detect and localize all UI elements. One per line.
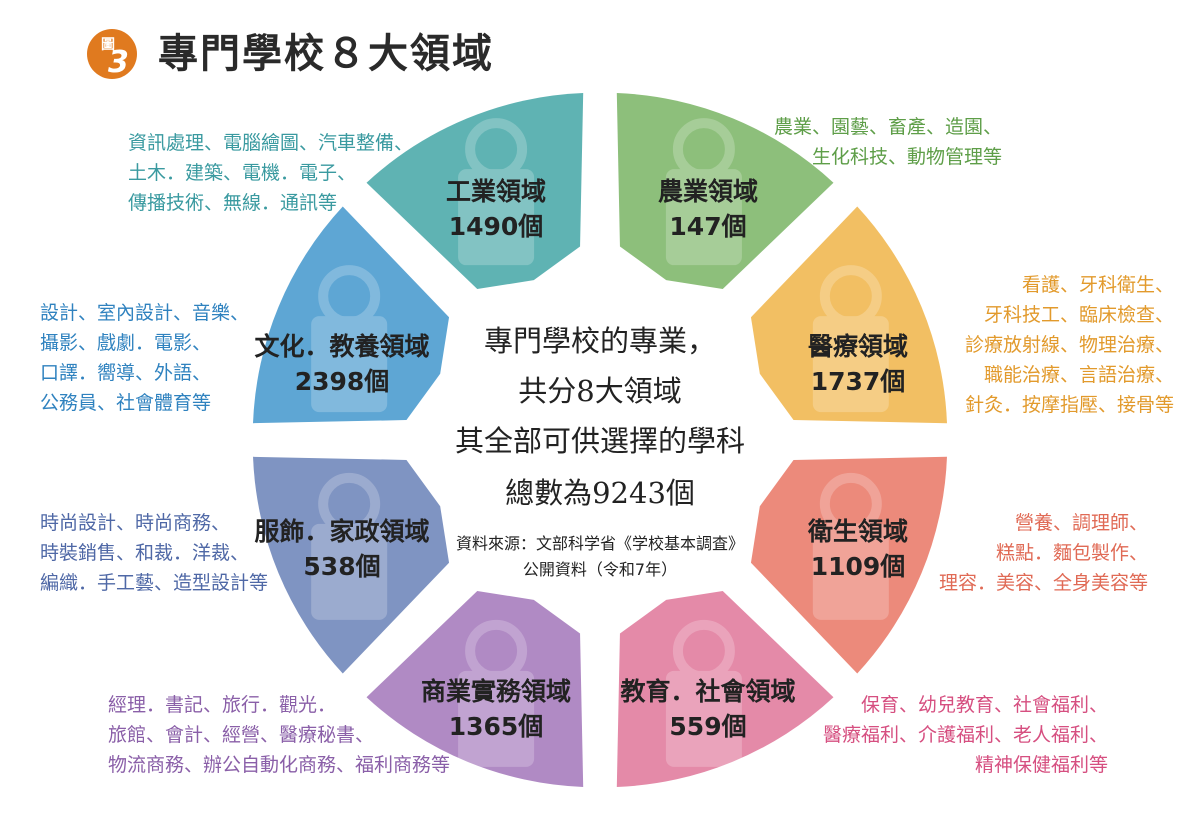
center-line-3: 其全部可供選擇的學科 bbox=[454, 424, 745, 458]
description-line: 時尚設計、時尚商務、 bbox=[40, 512, 231, 534]
description-line: 營養、調理師、 bbox=[1014, 512, 1148, 534]
description-line: 看護、牙科衛生、 bbox=[1021, 274, 1174, 296]
description-line: 攝影、戲劇．電影、 bbox=[40, 332, 212, 354]
segment-label-medical: 醫療領域 bbox=[808, 332, 908, 361]
source-line-2: 公開資料（令和7年） bbox=[522, 560, 678, 579]
stethoscope-icon bbox=[812, 265, 889, 413]
book-icon bbox=[665, 619, 742, 767]
description-line: 理容．美容、全身美容等 bbox=[938, 572, 1148, 594]
mannequin-icon bbox=[311, 472, 388, 620]
description-line: 經理．書記、旅行．觀光． bbox=[108, 694, 337, 716]
segment-label-agriculture: 農業領域 bbox=[658, 177, 758, 206]
description-line: 設計、室內設計、音樂、 bbox=[40, 302, 250, 324]
description-line: 物流商務、辦公自動化商務、福利商務等 bbox=[108, 754, 451, 776]
segment-count-agriculture: 147個 bbox=[669, 212, 746, 241]
segment-shape-culture bbox=[253, 206, 450, 424]
description-line: 生化科技、動物管理等 bbox=[811, 146, 1002, 168]
description-line: 保育、幼兒教育、社會福利、 bbox=[860, 694, 1108, 716]
description-line: 土木．建築、電機．電子、 bbox=[128, 162, 357, 184]
segment-business: 商業實務領域 1365個 bbox=[366, 590, 584, 787]
plant-icon bbox=[665, 118, 742, 266]
segment-shape-fashion bbox=[253, 456, 450, 674]
description-line: 牙科技工、臨床檢查、 bbox=[983, 304, 1174, 326]
description-line: 公務員、社會體育等 bbox=[40, 392, 212, 414]
segment-count-industry: 1490個 bbox=[449, 212, 544, 241]
description-business: 經理．書記、旅行．觀光． 旅館、會計、經營、醫療秘書、物流商務、辦公自動化商務、福… bbox=[108, 690, 450, 780]
segment-label-culture: 文化．教養領域 bbox=[254, 332, 429, 361]
segment-label-fashion: 服飾．家政領域 bbox=[254, 517, 429, 546]
segment-shape-health bbox=[750, 456, 947, 674]
figure-number-badge: 圖 3 bbox=[87, 29, 137, 80]
badge-circle bbox=[87, 29, 137, 79]
description-line: 旅館、會計、經營、醫療秘書、 bbox=[108, 724, 375, 746]
segment-count-fashion: 538個 bbox=[303, 552, 380, 581]
center-line-4: 總數為9243個 bbox=[505, 476, 695, 510]
description-line: 精神保健福利等 bbox=[974, 754, 1108, 776]
segment-agriculture: 農業領域 147個 bbox=[616, 93, 834, 290]
description-fashion: 時尚設計、時尚商務、時裝銷售、和裁．洋裁、編織．手工藝、造型設計等 bbox=[40, 508, 268, 598]
description-education: 保育、幼兒教育、社會福利、醫療福利、介護福利、老人福利、精神保健福利等 bbox=[823, 690, 1108, 780]
description-industry: 資訊處理、電腦繪圖、汽車整備、土木．建築、電機．電子、傳播技術、無線．通訊等 bbox=[128, 128, 413, 218]
description-agriculture: 農業、園藝、畜產、造園、生化科技、動物管理等 bbox=[774, 112, 1002, 172]
description-culture: 設計、室內設計、音樂、攝影、戲劇．電影、口譯．嚮導、外語、公務員、社會體育等 bbox=[40, 298, 249, 418]
segment-label-health: 衛生領域 bbox=[807, 517, 908, 546]
segment-count-business: 1365個 bbox=[449, 712, 544, 741]
segment-label-industry: 工業領域 bbox=[446, 177, 546, 206]
calculator-icon bbox=[458, 619, 535, 767]
description-line: 編織．手工藝、造型設計等 bbox=[40, 572, 269, 594]
description-health: 營養、調理師、糕點．麵包製作、理容．美容、全身美容等 bbox=[939, 508, 1148, 598]
segment-medical: 醫療領域 1737個 bbox=[750, 206, 947, 424]
segment-shape-medical bbox=[750, 206, 947, 424]
description-line: 農業、園藝、畜產、造園、 bbox=[773, 116, 1002, 138]
badge-char: 圖 bbox=[101, 36, 115, 53]
description-line: 針灸．按摩指壓、接骨等 bbox=[964, 394, 1174, 416]
description-line: 糕點．麵包製作、 bbox=[995, 542, 1148, 564]
description-line: 醫療福利、介護福利、老人福利、 bbox=[822, 724, 1108, 746]
segment-count-health: 1109個 bbox=[811, 552, 906, 581]
segment-count-medical: 1737個 bbox=[811, 367, 906, 396]
segment-culture: 文化．教養領域 2398個 bbox=[253, 206, 450, 424]
description-line: 診療放射線、物理治療、 bbox=[964, 334, 1174, 356]
segment-industry: 工業領域 1490個 bbox=[366, 93, 584, 290]
segment-label-business: 商業實務領域 bbox=[421, 677, 571, 706]
source-line-1: 資料來源：文部科学省《学校基本調査》 bbox=[455, 534, 744, 553]
segment-shape-agriculture bbox=[616, 93, 834, 290]
segment-education: 教育．社會領域 559個 bbox=[616, 590, 834, 787]
segment-fashion: 服飾．家政領域 538個 bbox=[253, 456, 450, 674]
segment-count-education: 559個 bbox=[669, 712, 746, 741]
description-line: 資訊處理、電腦繪圖、汽車整備、 bbox=[128, 132, 414, 154]
segment-shape-industry bbox=[366, 93, 584, 290]
scissors-icon bbox=[812, 472, 889, 620]
description-medical: 看護、牙科衛生、牙科技工、臨床檢查、診療放射線、物理治療、職能治療、言語治療、針… bbox=[965, 270, 1174, 420]
segment-shape-business bbox=[366, 590, 584, 787]
segment-count-culture: 2398個 bbox=[295, 367, 390, 396]
center-line-1: 專門學校的專業， bbox=[483, 324, 716, 358]
segment-shape-education bbox=[616, 590, 834, 787]
description-line: 時裝銷售、和裁．洋裁、 bbox=[40, 542, 250, 564]
description-line: 口譯．嚮導、外語、 bbox=[40, 362, 212, 384]
building-icon bbox=[458, 118, 535, 266]
description-line: 職能治療、言語治療、 bbox=[983, 364, 1174, 386]
figure-title: 專門學校８大領域 bbox=[158, 31, 494, 77]
segment-health: 衛生領域 1109個 bbox=[750, 456, 947, 674]
center-line-2: 共分8大領域 bbox=[518, 374, 682, 408]
segment-label-education: 教育．社會領域 bbox=[620, 677, 795, 706]
description-line: 傳播技術、無線．通訊等 bbox=[128, 192, 338, 214]
badge-number: 3 bbox=[108, 45, 129, 80]
pencil-icon bbox=[311, 265, 388, 413]
